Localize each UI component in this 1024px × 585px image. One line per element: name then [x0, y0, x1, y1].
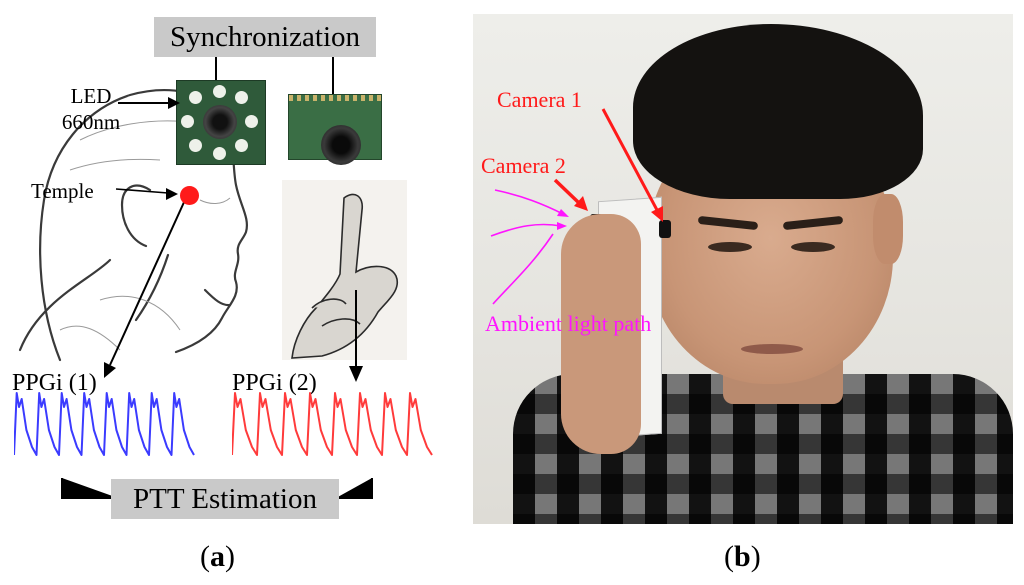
led-bulb	[189, 139, 202, 152]
led-bulb	[235, 139, 248, 152]
camera-lens-icon	[203, 105, 237, 139]
led-bulb	[213, 147, 226, 160]
caption-b: (b)	[724, 537, 761, 577]
ear	[873, 194, 903, 264]
ppgi-1-label: PPGi (1)	[12, 370, 97, 396]
sync-connectors	[61, 55, 373, 499]
temple-sensor-dot	[180, 186, 199, 205]
camera-board-image	[288, 94, 382, 165]
led-bulb	[213, 85, 226, 98]
panel-a: Synchronization LED 660nm Temple PPGi (1…	[0, 0, 460, 540]
right-eye	[791, 242, 835, 252]
led-label-line1: LED	[70, 84, 112, 108]
led-label: LED 660nm	[60, 83, 122, 135]
hair	[633, 24, 923, 199]
caption-a-open: (	[200, 540, 210, 573]
caption-a-close: )	[225, 540, 235, 573]
camera-1-lens-icon	[659, 220, 671, 238]
hand	[561, 214, 641, 454]
panel-b-photo: Camera 1 Camera 2 Ambient light path	[473, 14, 1013, 524]
annotation-arrows	[490, 108, 663, 305]
led-bulb	[245, 115, 258, 128]
caption-a-letter: a	[210, 540, 225, 573]
temple-label: Temple	[31, 179, 94, 203]
led-bulb	[189, 91, 202, 104]
caption-a: (a)	[200, 537, 235, 577]
ppgi-2-label: PPGi (2)	[232, 370, 317, 396]
left-eye	[708, 242, 752, 252]
ppgi-1-waveform	[14, 392, 195, 456]
mouth	[741, 344, 803, 354]
ptt-estimation-label: PTT Estimation	[111, 479, 339, 519]
camera-lens-icon	[321, 125, 361, 165]
camera-2-label: Camera 2	[481, 153, 566, 178]
caption-b-close: )	[750, 540, 761, 573]
caption-b-open: (	[724, 540, 734, 573]
led-camera-board-image	[176, 80, 266, 165]
ambient-light-path-label: Ambient light path	[485, 311, 652, 336]
finger-sketch-illustration	[282, 180, 407, 360]
caption-b-letter: b	[734, 540, 751, 573]
camera-1-label: Camera 1	[497, 87, 582, 112]
synchronization-label: Synchronization	[154, 17, 376, 57]
led-bulb	[181, 115, 194, 128]
led-bulb	[235, 91, 248, 104]
led-label-line2: 660nm	[61, 110, 121, 134]
ppgi-2-waveform	[232, 392, 433, 456]
